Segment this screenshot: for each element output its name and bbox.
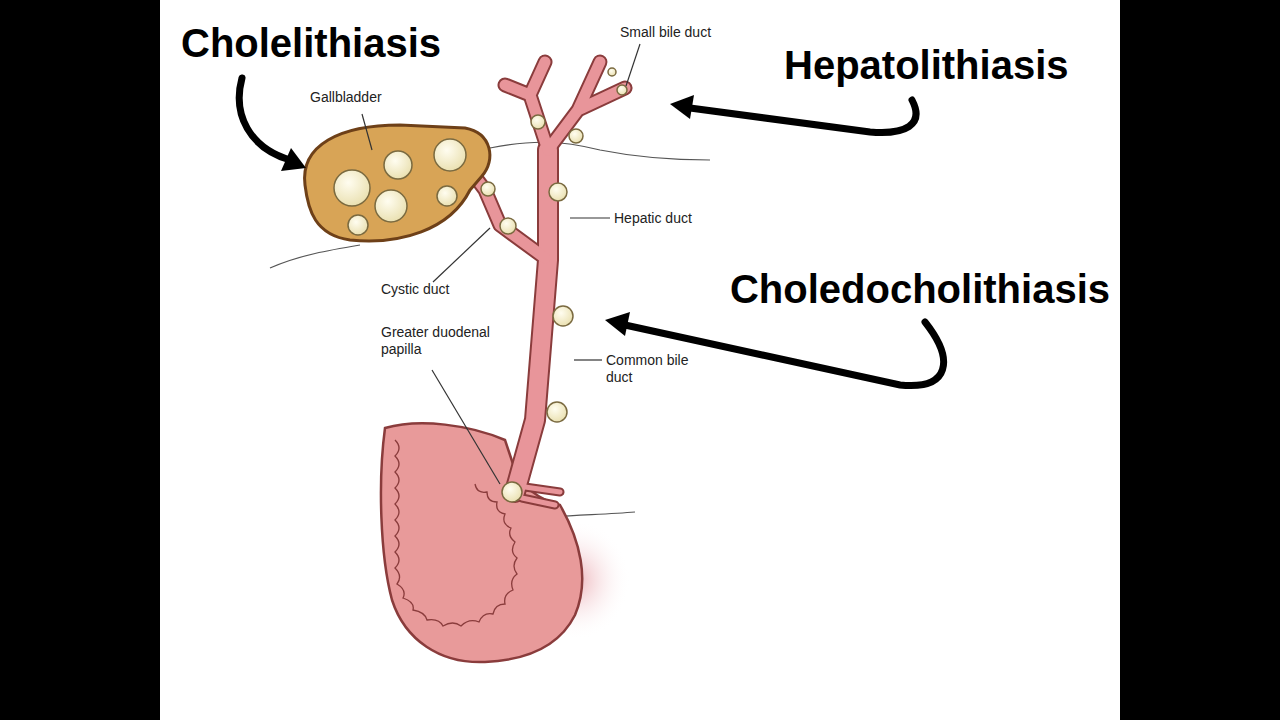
callout-title: Choledocholithiasis <box>730 266 1110 312</box>
part-label: Common bile duct <box>606 352 696 386</box>
callout-title: Hepatolithiasis <box>784 42 1069 88</box>
part-label: Cystic duct <box>381 281 449 298</box>
part-label: Gallbladder <box>310 89 382 106</box>
part-label: Small bile duct <box>620 24 711 41</box>
callout-title: Cholelithiasis <box>181 20 441 66</box>
part-label: Greater duodenal papilla <box>381 324 491 358</box>
part-label: Hepatic duct <box>614 210 692 227</box>
